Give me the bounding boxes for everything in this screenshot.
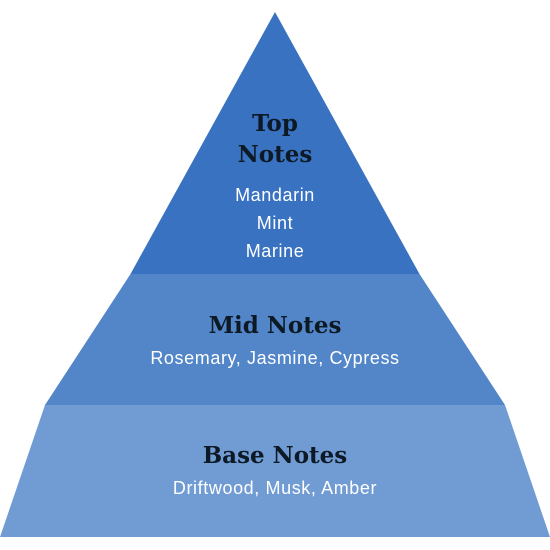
mid-notes-heading-line: Mid Notes (208, 312, 342, 339)
base-note-item: Driftwood, Musk, Amber (172, 478, 378, 498)
mid-notes-block: Mid Notes Rosemary, Jasmine, Cypress (0, 310, 550, 372)
base-notes-heading: Base Notes (0, 440, 550, 471)
top-note-item: Mint (256, 213, 294, 233)
top-notes-heading-line-1: Top (252, 110, 298, 137)
mid-notes-heading: Mid Notes (0, 310, 550, 341)
mid-note-item: Rosemary, Jasmine, Cypress (150, 348, 400, 368)
base-notes-heading-line: Base Notes (202, 442, 348, 469)
top-notes-heading: Top Notes (0, 108, 550, 170)
top-note-item: Marine (245, 241, 305, 261)
top-notes-heading-line-2: Notes (237, 141, 313, 168)
base-notes-block: Base Notes Driftwood, Musk, Amber (0, 440, 550, 502)
pyramid-tier-mid (45, 274, 505, 405)
top-note-item: Mandarin (235, 185, 315, 205)
top-notes-block: Top Notes Mandarin Mint Marine (0, 108, 550, 265)
pyramid-tier-base (0, 405, 550, 537)
pyramid-tier-top (130, 12, 420, 274)
